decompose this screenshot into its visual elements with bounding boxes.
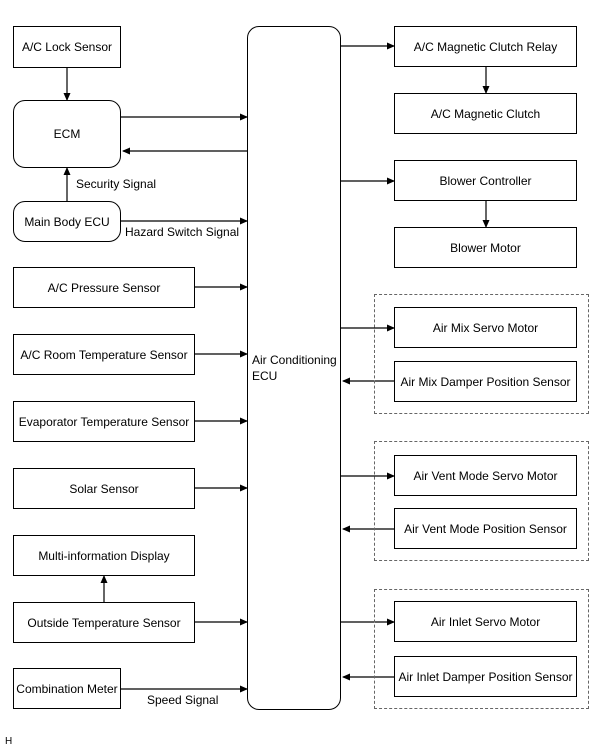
evaporator-temp-sensor-box: Evaporator Temperature Sensor	[13, 401, 195, 442]
multi-info-display-box: Multi-information Display	[13, 535, 195, 576]
blower-controller-box: Blower Controller	[394, 160, 577, 201]
air-mix-damper-position-sensor-label: Air Mix Damper Position Sensor	[400, 374, 571, 389]
air-vent-mode-position-sensor-label: Air Vent Mode Position Sensor	[404, 521, 567, 536]
main-body-ecu-box: Main Body ECU	[13, 201, 121, 242]
air-vent-group	[374, 441, 589, 561]
air-mix-servo-motor-label: Air Mix Servo Motor	[432, 320, 539, 335]
ecm-box: ECM	[13, 100, 121, 168]
air-mix-group	[374, 294, 589, 414]
combination-meter-box: Combination Meter	[13, 668, 121, 709]
air-vent-mode-position-sensor-box: Air Vent Mode Position Sensor	[394, 508, 577, 549]
blower-motor-label: Blower Motor	[450, 240, 521, 255]
outside-temp-sensor-label: Outside Temperature Sensor	[27, 615, 181, 630]
ac-magnetic-clutch-relay-label: A/C Magnetic Clutch Relay	[413, 39, 558, 54]
ac-room-temp-sensor-label: A/C Room Temperature Sensor	[20, 347, 188, 362]
ecm-label: ECM	[53, 127, 81, 141]
blower-motor-box: Blower Motor	[394, 227, 577, 268]
speed-signal-label: Speed Signal	[147, 693, 219, 707]
ac-magnetic-clutch-label: A/C Magnetic Clutch	[430, 106, 541, 121]
blower-controller-label: Blower Controller	[439, 173, 532, 188]
hazard-switch-signal-label: Hazard Switch Signal	[125, 225, 240, 239]
air-conditioning-ecu-box: Air Conditioning ECU	[247, 26, 341, 710]
multi-info-display-label: Multi-information Display	[38, 548, 170, 563]
air-inlet-servo-motor-box: Air Inlet Servo Motor	[394, 601, 577, 642]
combination-meter-label: Combination Meter	[16, 681, 118, 696]
air-vent-mode-servo-motor-box: Air Vent Mode Servo Motor	[394, 455, 577, 496]
main-body-ecu-label: Main Body ECU	[24, 214, 110, 229]
solar-sensor-label: Solar Sensor	[69, 481, 139, 496]
air-inlet-damper-position-sensor-label: Air Inlet Damper Position Sensor	[398, 669, 573, 684]
ac-lock-sensor-box: A/C Lock Sensor	[13, 26, 121, 68]
air-inlet-group	[374, 589, 589, 709]
air-mix-servo-motor-box: Air Mix Servo Motor	[394, 307, 577, 348]
security-signal-label: Security Signal	[76, 177, 157, 191]
air-inlet-servo-motor-label: Air Inlet Servo Motor	[430, 614, 541, 629]
ac-pressure-sensor-box: A/C Pressure Sensor	[13, 267, 195, 308]
ecu-label-line1: Air Conditioning	[252, 353, 337, 367]
evaporator-temp-sensor-label: Evaporator Temperature Sensor	[18, 414, 190, 429]
outside-temp-sensor-box: Outside Temperature Sensor	[13, 602, 195, 643]
air-mix-damper-position-sensor-box: Air Mix Damper Position Sensor	[394, 361, 577, 402]
ecu-label-line2: ECU	[252, 369, 278, 383]
ac-magnetic-clutch-relay-box: A/C Magnetic Clutch Relay	[394, 26, 577, 67]
air-conditioning-ecu-label: Air Conditioning ECU	[252, 352, 337, 384]
air-inlet-damper-position-sensor-box: Air Inlet Damper Position Sensor	[394, 656, 577, 697]
ac-pressure-sensor-label: A/C Pressure Sensor	[47, 280, 161, 295]
solar-sensor-box: Solar Sensor	[13, 468, 195, 509]
ac-lock-sensor-label: A/C Lock Sensor	[21, 40, 113, 54]
ac-magnetic-clutch-box: A/C Magnetic Clutch	[394, 93, 577, 134]
figure-code: H	[5, 736, 13, 747]
ac-room-temp-sensor-box: A/C Room Temperature Sensor	[13, 334, 195, 375]
air-vent-mode-servo-motor-label: Air Vent Mode Servo Motor	[413, 468, 558, 483]
